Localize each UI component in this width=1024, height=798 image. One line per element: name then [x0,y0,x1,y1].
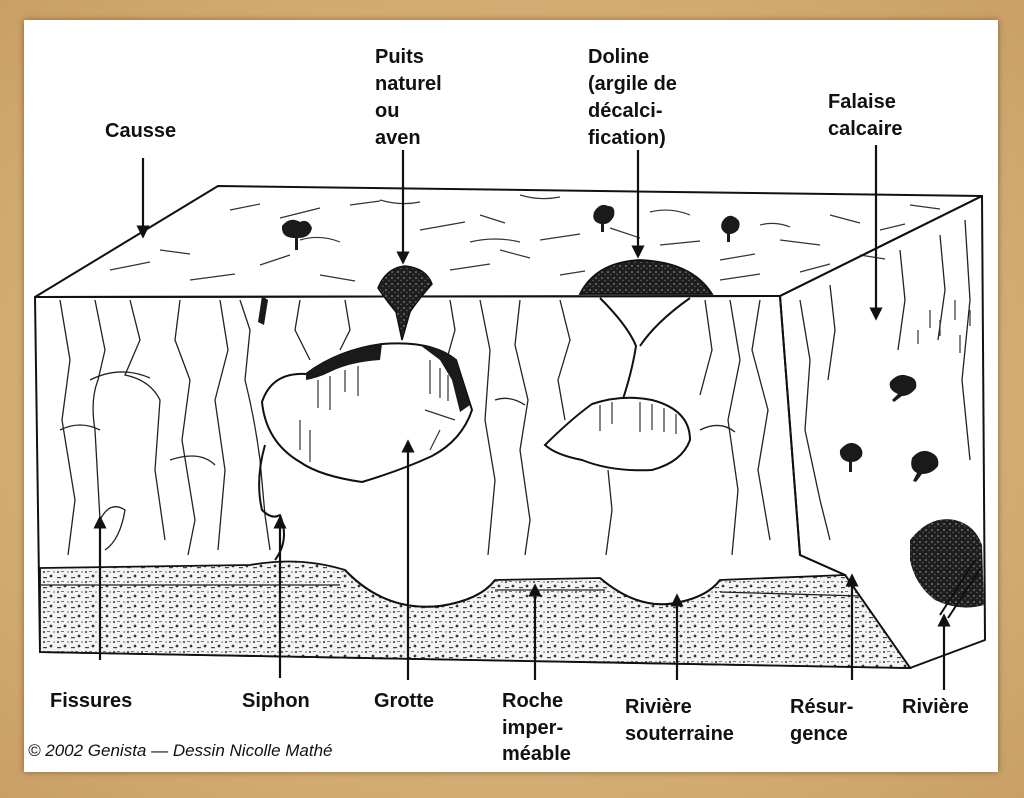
crack-line [514,299,531,556]
crack-line [59,299,76,556]
crack-line [294,299,311,361]
impermeable-layer [39,560,912,669]
crack-line [897,219,971,461]
label-doline-line1: Doline [588,46,649,68]
label-roche-line3: méable [502,743,571,765]
label-falaise-line1: Falaise [828,91,896,113]
label-grotte: Grotte [374,690,434,712]
crack-line [59,371,736,466]
crack-line [92,299,106,521]
tree-icon [593,204,615,232]
plateau-crack [258,296,268,325]
label-fissures: Fissures [50,690,132,712]
crack-line [727,299,741,556]
doline-clay [578,259,714,295]
hatch-stroke [599,402,677,434]
crack-line [124,299,166,541]
hatch-stroke [917,300,971,353]
label-resurgence-line2: gence [790,723,848,745]
plateau-top-face [34,185,983,298]
tree-icon [281,219,312,250]
vegetation-patch [910,519,984,608]
label-doline-line3: décalci- [588,100,662,122]
plateau-hatching [109,194,941,282]
crack-line [557,299,571,421]
aven-shaft [377,265,433,341]
crack-line [799,299,831,541]
label-siphon: Siphon [242,690,310,712]
crack-line [339,299,351,351]
hatch-stroke [109,249,886,282]
label-doline-line2: (argile de [588,73,677,95]
label-falaise-line2: calcaire [828,118,903,140]
label-causse: Causse [105,120,176,142]
label-puits-line2: naturel [375,73,442,95]
tree-icon [721,215,740,242]
label-roche-line2: imper- [502,717,563,739]
crack-line [174,299,196,556]
small-cave-stalactites [599,402,677,556]
hatch-stroke [229,200,941,261]
crack-line [751,299,771,541]
cliff-hatching [799,219,971,541]
tree-icon [889,374,917,402]
siphon-conduit [258,444,285,561]
label-doline-line4: fication) [588,127,666,149]
grotte-cave [260,342,474,484]
tree-icon [839,442,863,472]
label-riviere-souterraine-line1: Rivière [625,696,692,718]
crack-line [214,299,229,551]
crack-line [479,299,496,556]
hatch-stroke [299,194,791,243]
label-roche-line1: Roche [502,690,563,712]
credit-line: © 2002 Genista — Dessin Nicolle Mathé [28,741,333,760]
crack-line [699,299,713,396]
label-puits-line1: Puits [375,46,424,68]
label-riviere: Rivière [902,696,969,718]
label-puits-line3: ou [375,100,399,122]
crack-line [827,284,836,381]
crack-line [605,469,613,556]
crack-line [99,506,126,551]
label-riviere-souterraine-line2: souterraine [625,723,734,745]
surface-river [939,559,983,619]
limestone-fissures [59,299,771,556]
tree-icon [911,450,939,482]
label-resurgence-line1: Résur- [790,696,853,718]
layer-line [40,584,861,597]
crack-line [447,299,456,356]
label-puits-line4: aven [375,127,421,149]
crack-line [239,299,271,551]
hatch-stroke [299,360,456,462]
grotte-stalactites [299,344,470,462]
doline-conduit [599,297,691,403]
small-cave [543,396,692,472]
